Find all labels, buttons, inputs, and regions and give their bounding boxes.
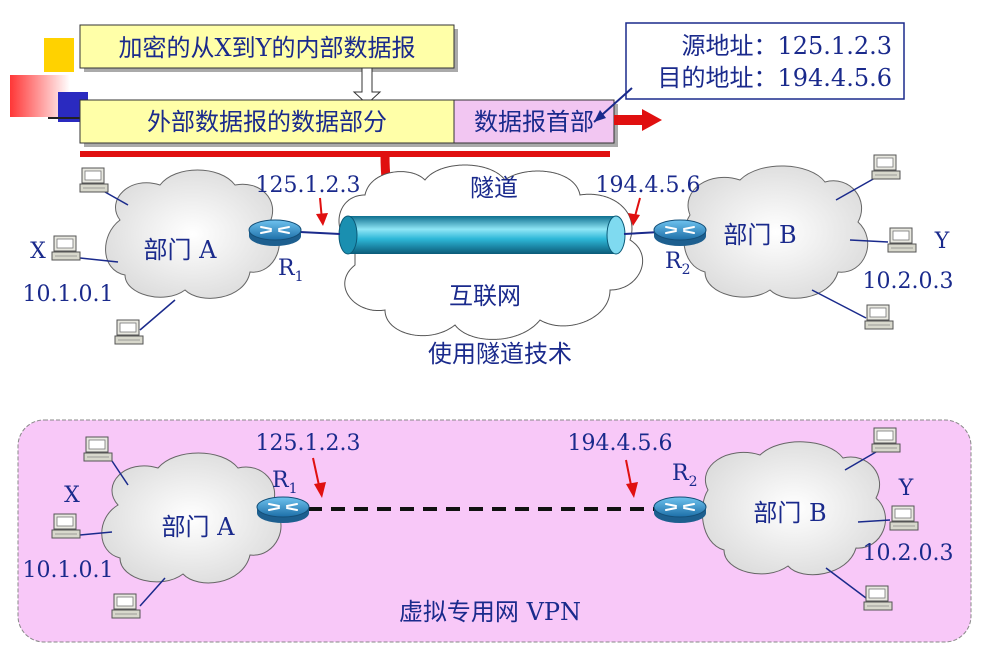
host-pc-icon — [111, 593, 141, 619]
vpn-caption: 虚拟专用网 VPN — [399, 598, 581, 626]
r2-label: R2 — [665, 249, 691, 278]
r2-pointer-arrow — [625, 459, 638, 498]
inner-datagram-box: 加密的从X到Y的内部数据报 — [79, 24, 458, 72]
inner-datagram-label: 加密的从X到Y的内部数据报 — [119, 34, 416, 62]
host-x-label: X — [64, 483, 80, 508]
dept-b-cloud — [683, 165, 869, 299]
r1-address: 125.1.2.3 — [256, 431, 361, 456]
r1-label: R1 — [278, 256, 304, 285]
r1-address: 125.1.2.3 — [256, 173, 361, 198]
host-pc-icon — [864, 304, 894, 330]
r1-pointer-arrow — [316, 197, 328, 226]
source-address: 源地址：125.1.2.3 — [681, 32, 892, 60]
host-pc-icon — [871, 427, 901, 453]
r2-pointer-arrow — [628, 197, 641, 226]
r1-label: R1 — [272, 468, 298, 497]
r1-pointer-arrow — [312, 457, 326, 498]
host-pc-icon — [114, 319, 144, 345]
host-y-pc-icon — [889, 505, 919, 531]
host-x-label: X — [30, 239, 46, 264]
router-r2-icon — [653, 219, 707, 247]
host-pc-icon — [83, 436, 113, 462]
host-pc-icon — [871, 154, 901, 180]
outer-datagram-box: 外部数据报的数据部分 数据报首部 — [79, 99, 618, 147]
host-x-pc-icon — [51, 513, 81, 539]
router-r2-icon — [653, 496, 707, 524]
host-y-ip: 10.2.0.3 — [863, 269, 954, 294]
host-x-ip: 10.1.0.1 — [23, 558, 114, 583]
outer-data-label: 外部数据报的数据部分 — [147, 108, 387, 136]
encapsulate-arrow — [352, 67, 382, 105]
dept-a-cloud — [101, 452, 282, 584]
destination-address: 目的地址：194.4.5.6 — [657, 64, 892, 92]
corner-decoration — [10, 38, 88, 122]
tunnel-caption: 使用隧道技术 — [428, 340, 572, 368]
r2-address: 194.4.5.6 — [568, 431, 673, 456]
tunnel-label: 隧道 — [470, 174, 518, 202]
r2-label: R2 — [672, 461, 698, 490]
forward-arrow — [614, 109, 662, 131]
host-pc-icon — [79, 167, 109, 193]
host-y-label: Y — [934, 229, 950, 254]
address-callout: 源地址：125.1.2.3 目的地址：194.4.5.6 — [593, 22, 905, 123]
host-y-label: Y — [898, 476, 914, 501]
dept-a-label: 部门 A — [162, 513, 236, 541]
tunnel-tube — [338, 215, 626, 255]
router-r1-icon — [248, 219, 302, 247]
host-x-pc-icon — [51, 235, 81, 261]
host-pc-icon — [863, 585, 893, 611]
host-y-pc-icon — [887, 227, 917, 253]
host-y-ip: 10.2.0.3 — [863, 541, 954, 566]
packet-underline — [80, 151, 610, 157]
outer-header-label: 数据报首部 — [474, 108, 594, 136]
dept-b-cloud — [701, 441, 886, 576]
dept-a-label: 部门 A — [144, 236, 218, 264]
host-x-ip: 10.1.0.1 — [23, 282, 114, 307]
dept-b-label: 部门 B — [753, 499, 826, 527]
router-r1-icon — [256, 496, 310, 524]
r2-address: 194.4.5.6 — [596, 173, 701, 198]
dept-a-cloud — [105, 169, 280, 299]
internet-label: 互联网 — [449, 282, 521, 310]
dept-b-label: 部门 B — [723, 221, 796, 249]
